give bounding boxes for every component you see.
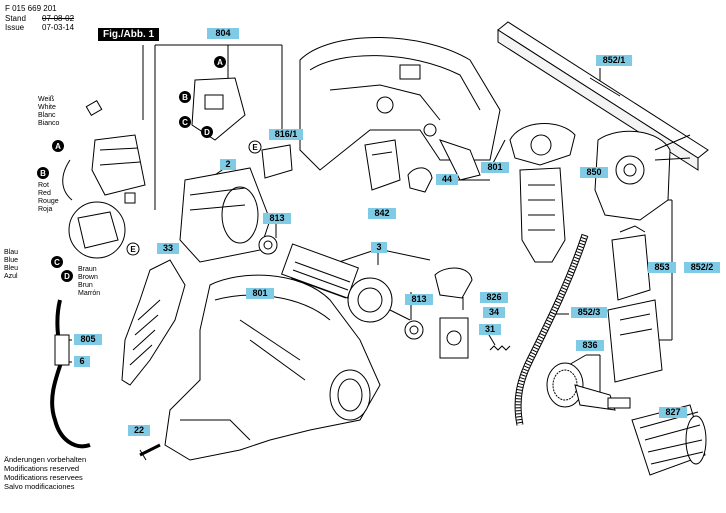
marker-e-left: [126, 242, 140, 256]
marker-b-top: [179, 91, 191, 103]
part-804: 804: [207, 28, 239, 39]
part-827: 827: [659, 407, 687, 418]
part-6: 6: [74, 356, 90, 367]
part-33: 33: [157, 243, 179, 254]
part-31: 31: [479, 324, 501, 335]
marker-b-left: [37, 167, 49, 179]
marker-b-left-text: B: [40, 169, 46, 178]
stand-label: Stand: [5, 14, 26, 23]
part-813-top: 813: [263, 213, 291, 224]
marker-c-top-text: C: [182, 118, 188, 127]
marker-a-top-text: A: [217, 58, 223, 67]
part-826: 826: [480, 292, 508, 303]
marker-c-top: [179, 116, 191, 128]
document-number: F 015 669 201: [5, 4, 57, 13]
part-801-top: 801: [481, 162, 509, 173]
part-816-1: 816/1: [269, 129, 303, 140]
marker-b-top-text: B: [182, 93, 188, 102]
part-801-bottom: 801: [246, 288, 274, 299]
part-2: 2: [220, 159, 236, 170]
part-853: 853: [648, 262, 676, 273]
part-805: 805: [74, 334, 102, 345]
marker-d-left-text: D: [64, 272, 70, 281]
figure-label: Fig./Abb. 1: [98, 28, 160, 41]
marker-d-left: [61, 270, 73, 282]
part-852-1: 852/1: [596, 55, 632, 66]
marker-c-left: [51, 256, 63, 268]
marker-a-left-text: A: [55, 142, 61, 151]
part-850: 850: [580, 167, 608, 178]
part-852-2: 852/2: [684, 262, 720, 273]
marker-e-left-text: E: [130, 245, 136, 254]
part-813-bottom: 813: [405, 294, 433, 305]
part-22: 22: [128, 425, 150, 436]
marker-e-top: [248, 140, 262, 154]
marker-c-left-text: C: [54, 258, 60, 267]
part-34: 34: [483, 307, 505, 318]
marker-d-top-text: D: [204, 128, 210, 137]
issue-label: Issue: [5, 23, 25, 32]
issue-date: 07-03-14: [42, 23, 75, 32]
part-852-3: 852/3: [571, 307, 607, 318]
footer-notice: Änderungen vorbehalten Modifications res…: [4, 455, 87, 491]
marker-a-left: [52, 140, 64, 152]
part-836: 836: [576, 340, 604, 351]
marker-a-top: [214, 56, 226, 68]
stand-date: 07-08-02: [42, 14, 75, 23]
part-44: 44: [436, 174, 458, 185]
marker-d-top: [201, 126, 213, 138]
part-3: 3: [371, 242, 387, 253]
part-842: 842: [368, 208, 396, 219]
marker-e-top-text: E: [252, 143, 258, 152]
